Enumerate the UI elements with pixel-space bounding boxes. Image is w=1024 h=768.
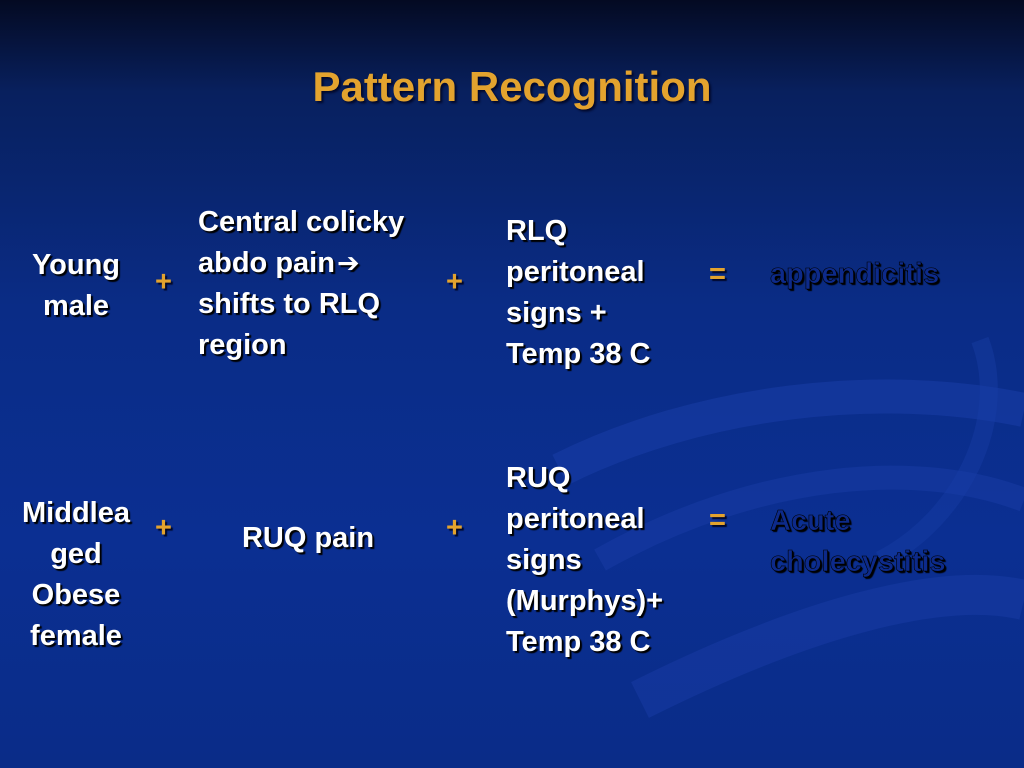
row2-signs: RUQ peritoneal signs (Murphys)+ Temp 38 … — [506, 458, 706, 663]
row2-diagnosis-line: cholecystitis — [770, 546, 946, 579]
row2-patient-line: Obese — [31, 579, 121, 611]
row1-patient-line: male — [42, 290, 110, 322]
row1-symptom-text: abdo pain — [198, 247, 335, 279]
row1-symptom-line: shifts to RLQ — [198, 288, 381, 320]
row1-symptom-line: Central colicky — [198, 206, 405, 238]
row2-signs-line: (Murphys)+ — [506, 585, 664, 617]
row2-signs-line: peritoneal — [506, 503, 645, 535]
row2-diagnosis-line: Acute — [770, 505, 851, 538]
row1-signs-line: signs + — [506, 297, 607, 329]
row1-signs-line: Temp 38 C — [506, 338, 651, 370]
row2-patient-line: ged — [50, 538, 102, 570]
row2-symptom: RUQ pain — [198, 518, 418, 559]
row2-symptom-line: RUQ pain — [241, 522, 375, 554]
row2-signs-line: Temp 38 C — [506, 626, 651, 658]
row1-signs-line: peritoneal — [506, 256, 645, 288]
row1-symptom: Central colicky abdo pain➔ shifts to RLQ… — [198, 202, 438, 366]
row1-diagnosis-line: appendicitis — [770, 258, 940, 291]
row2-plus-1: + — [155, 512, 172, 544]
row1-signs: RLQ peritoneal signs + Temp 38 C — [506, 211, 696, 375]
row1-diagnosis: appendicitis — [770, 254, 1010, 295]
row2-plus-2: + — [446, 512, 463, 544]
row1-equals: = — [709, 258, 726, 290]
row2-patient-line: female — [30, 620, 122, 652]
row2-signs-line: RUQ — [506, 462, 571, 494]
row1-patient-line: Young — [31, 249, 121, 281]
arrow-right-icon: ➔ — [336, 248, 360, 278]
row2-patient: Middlea ged Obese female — [10, 493, 142, 657]
row1-plus-2: + — [446, 266, 463, 298]
slide-title: Pattern Recognition — [312, 63, 712, 110]
row1-plus-1: + — [155, 266, 172, 298]
row1-signs-line: RLQ — [506, 215, 568, 247]
row1-patient: Young male — [14, 245, 138, 327]
row1-symptom-line-arrow: abdo pain➔ — [198, 243, 438, 284]
row2-diagnosis: Acute cholecystitis — [770, 501, 1010, 583]
row2-equals: = — [709, 504, 726, 536]
row2-signs-line: signs — [506, 544, 582, 576]
row2-patient-line: Middlea — [22, 497, 130, 529]
row1-symptom-line: region — [198, 329, 287, 361]
